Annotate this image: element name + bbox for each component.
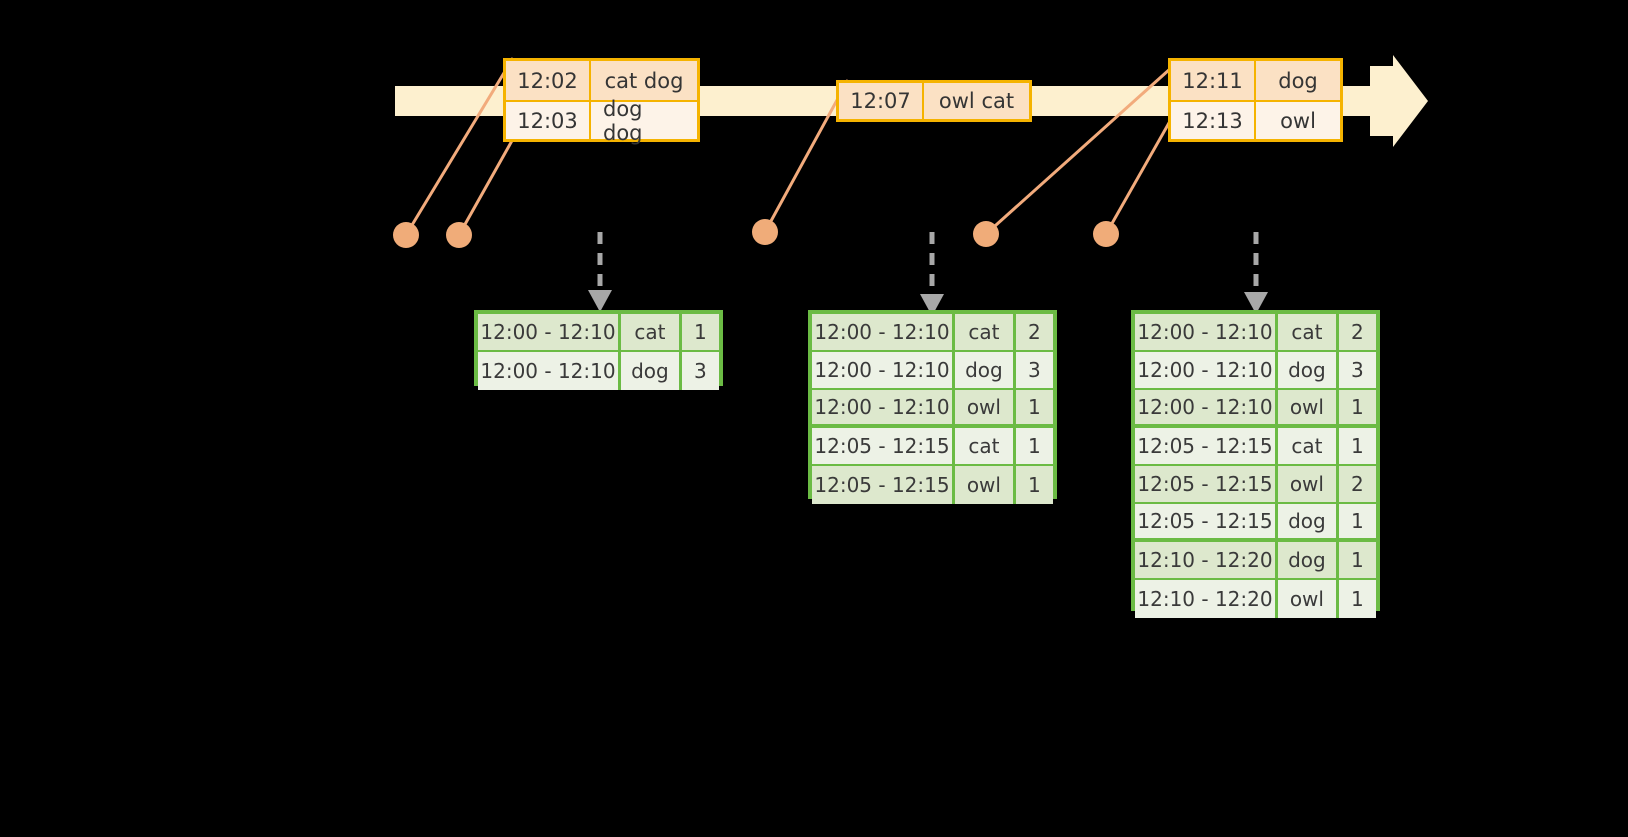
word-cell: cat xyxy=(621,314,682,350)
event-dot-1207 xyxy=(752,219,778,245)
event-words: dog dog xyxy=(603,96,643,145)
table-row: 12:10 - 12:20 dog 1 xyxy=(1135,542,1376,580)
count-cell: 2 xyxy=(1028,320,1041,344)
count-cell: 1 xyxy=(694,320,707,344)
table-row: 12:00 - 12:10 dog 3 xyxy=(812,352,1053,390)
window-cell: 12:00 - 12:10 xyxy=(812,390,956,424)
word-cell: owl xyxy=(955,466,1016,504)
event-time: 12:11 xyxy=(1171,61,1256,100)
table-row: 12:00 - 12:10 owl 1 xyxy=(812,390,1053,428)
event-dot-1203 xyxy=(446,222,472,248)
event-words: owl cat xyxy=(938,89,1015,113)
word-cell: cat xyxy=(955,314,1016,350)
event-row: 12:13 owl xyxy=(1171,100,1340,139)
word-cell: dog xyxy=(955,352,1016,388)
count-cell: 2 xyxy=(1351,472,1364,496)
table-row: 12:00 - 12:10 cat 2 xyxy=(812,314,1053,352)
event-dot-1202 xyxy=(393,222,419,248)
window-cell: 12:10 - 12:20 xyxy=(1135,542,1279,578)
count-cell: 3 xyxy=(694,359,707,383)
event-words: owl xyxy=(1280,108,1316,133)
result-table-2: 12:00 - 12:10 cat 2 12:00 - 12:10 dog 3 … xyxy=(808,310,1057,504)
table-row: 12:00 - 12:10 owl 1 xyxy=(1135,390,1376,428)
table-row: 12:05 - 12:15 dog 1 xyxy=(1135,504,1376,542)
word-cell: owl xyxy=(1278,466,1339,502)
word-cell: cat xyxy=(1278,314,1339,350)
event-row: 12:02 cat dog xyxy=(506,61,697,100)
word-cell: dog xyxy=(621,352,682,390)
count-cell: 1 xyxy=(1028,395,1041,419)
word-cell: cat xyxy=(1278,428,1339,464)
word-cell: owl xyxy=(1278,580,1339,618)
window-cell: 12:05 - 12:15 xyxy=(812,466,956,504)
table-row: 12:00 - 12:10 cat 2 xyxy=(1135,314,1376,352)
event-group-3: 12:11 dog 12:13 owl xyxy=(1168,58,1343,142)
window-cell: 12:10 - 12:20 xyxy=(1135,580,1279,618)
result-table-1: 12:00 - 12:10 cat 1 12:00 - 12:10 dog 3 xyxy=(474,310,723,390)
event-words: cat dog xyxy=(604,68,684,93)
count-cell: 2 xyxy=(1351,320,1364,344)
event-dot-1213 xyxy=(1093,221,1119,247)
word-cell: owl xyxy=(1278,390,1339,424)
word-cell: cat xyxy=(955,428,1016,464)
word-cell: dog xyxy=(1278,542,1339,578)
window-cell: 12:00 - 12:10 xyxy=(812,314,956,350)
table-row: 12:10 - 12:20 owl 1 xyxy=(1135,580,1376,618)
event-time: 12:02 xyxy=(506,61,591,100)
window-cell: 12:00 - 12:10 xyxy=(478,352,622,390)
connector-1202 xyxy=(404,57,515,236)
event-words: dog xyxy=(1278,68,1318,93)
event-row: 12:03 dog dog xyxy=(506,96,697,145)
event-time: 12:03 xyxy=(506,102,591,139)
event-time: 12:13 xyxy=(1171,102,1256,139)
event-dots xyxy=(393,219,1119,248)
count-cell: 1 xyxy=(1028,473,1041,497)
count-cell: 1 xyxy=(1351,395,1364,419)
event-group-2: 12:07 owl cat xyxy=(836,80,1032,122)
window-cell: 12:05 - 12:15 xyxy=(1135,428,1279,464)
word-cell: dog xyxy=(1278,352,1339,388)
event-row: 12:07 owl cat xyxy=(839,83,1029,119)
event-time: 12:07 xyxy=(839,83,924,119)
window-cell: 12:00 - 12:10 xyxy=(478,314,622,350)
count-cell: 1 xyxy=(1351,434,1364,458)
table-row: 12:05 - 12:15 owl 2 xyxy=(1135,466,1376,504)
table-row: 12:00 - 12:10 dog 3 xyxy=(1135,352,1376,390)
result-table-3: 12:00 - 12:10 cat 2 12:00 - 12:10 dog 3 … xyxy=(1131,310,1380,618)
count-cell: 1 xyxy=(1028,434,1041,458)
window-cell: 12:05 - 12:15 xyxy=(812,428,956,464)
window-cell: 12:00 - 12:10 xyxy=(1135,314,1279,350)
word-cell: owl xyxy=(955,390,1016,424)
table-row: 12:05 - 12:15 cat 1 xyxy=(812,428,1053,466)
emit-arrows xyxy=(597,232,1259,296)
window-cell: 12:05 - 12:15 xyxy=(1135,504,1279,538)
window-cell: 12:05 - 12:15 xyxy=(1135,466,1279,502)
window-cell: 12:00 - 12:10 xyxy=(1135,390,1279,424)
word-cell: dog xyxy=(1278,504,1339,538)
table-row: 12:05 - 12:15 cat 1 xyxy=(1135,428,1376,466)
table-row: 12:00 - 12:10 dog 3 xyxy=(478,352,719,390)
count-cell: 1 xyxy=(1351,509,1364,533)
count-cell: 1 xyxy=(1351,587,1364,611)
count-cell: 1 xyxy=(1351,548,1364,572)
event-row: 12:11 dog xyxy=(1171,61,1340,100)
window-cell: 12:00 - 12:10 xyxy=(812,352,956,388)
table-row: 12:00 - 12:10 cat 1 xyxy=(478,314,719,352)
count-cell: 3 xyxy=(1351,358,1364,382)
event-dot-1211 xyxy=(973,221,999,247)
window-cell: 12:00 - 12:10 xyxy=(1135,352,1279,388)
emit-arrowhead-1 xyxy=(588,290,612,312)
connector-1203 xyxy=(457,129,520,236)
table-row: 12:05 - 12:15 owl 1 xyxy=(812,466,1053,504)
count-cell: 3 xyxy=(1028,358,1041,382)
event-group-1: 12:02 cat dog 12:03 dog dog xyxy=(503,58,700,145)
